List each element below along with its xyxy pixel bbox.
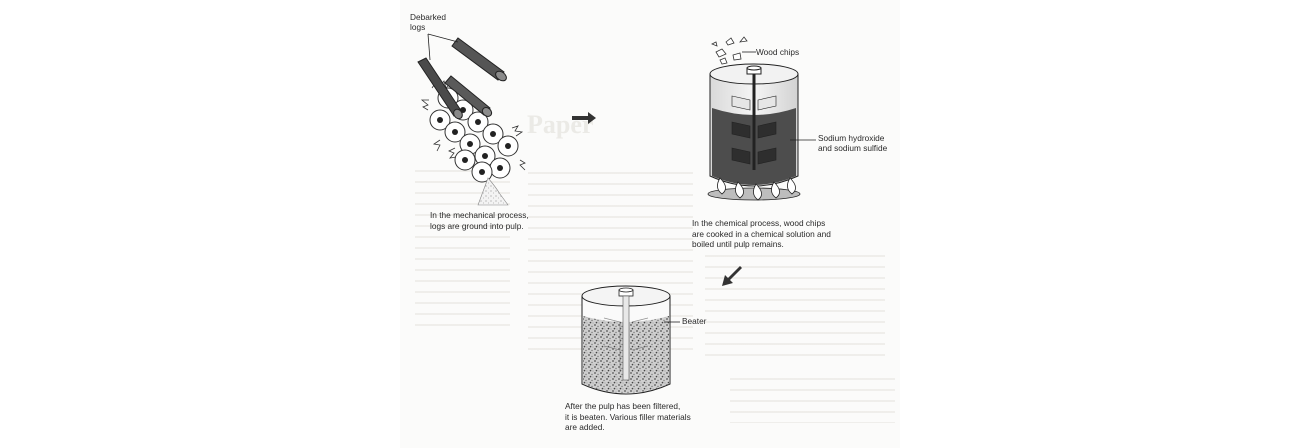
caption-chemical-process: In the chemical process, wood chips are … [692, 218, 831, 250]
label-beater: Beater [682, 316, 706, 326]
caption-mechanical-process: In the mechanical process, logs are grou… [430, 210, 529, 231]
beater-illustration [582, 286, 680, 394]
label-wood-chips: Wood chips [756, 47, 799, 57]
process-arrow-right [572, 112, 596, 124]
label-sodium-hydroxide-sulfide: Sodium hydroxide and sodium sulfide [818, 133, 887, 154]
cooking-vessel [710, 64, 798, 186]
label-debarked-logs: Debarked logs [410, 12, 446, 33]
wood-chips [712, 37, 747, 64]
chemical-process-illustration [708, 37, 816, 200]
mechanical-process-illustration [418, 34, 525, 205]
caption-beating-process: After the pulp has been filtered, it is … [565, 401, 691, 433]
process-arrow-down-left [722, 266, 742, 286]
